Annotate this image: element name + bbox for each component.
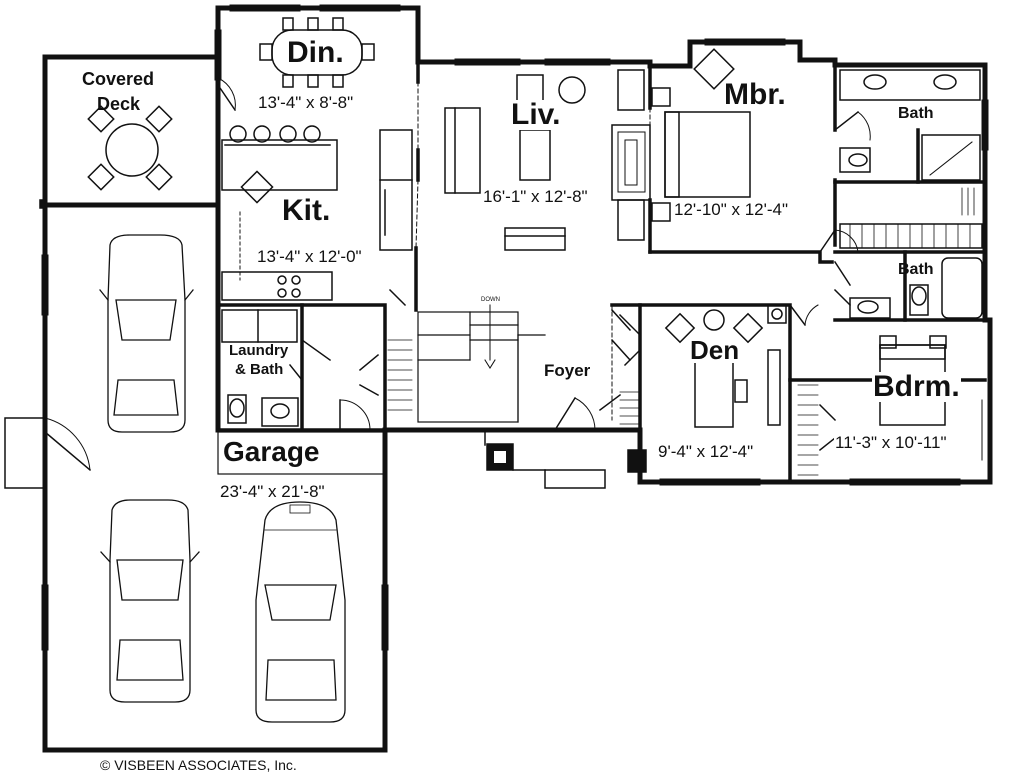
- windows: [41, 4, 989, 651]
- master-bath-label: Bath: [898, 105, 934, 122]
- living-label: Liv.: [510, 98, 562, 131]
- interior-walls: [216, 60, 987, 484]
- dining-dims: 13'-4" x 8'-8": [258, 93, 354, 112]
- den-dims: 9'-4" x 12'-4": [657, 442, 755, 461]
- covered-deck-label-1: Covered: [82, 69, 155, 89]
- kitchen-fixtures: [221, 125, 413, 307]
- laundry-label-1: Laundry: [229, 342, 289, 359]
- bedroom-label: Bdrm.: [872, 370, 961, 403]
- kitchen-label: Kit.: [282, 194, 331, 227]
- kitchen-dims: 13'-4" x 12'-0": [256, 247, 363, 266]
- covered-deck-label-2: Deck: [97, 94, 141, 114]
- garage-dims: 23'-4" x 21'-8": [220, 482, 325, 501]
- foyer-label: Foyer: [544, 361, 591, 380]
- doors: [4, 77, 871, 489]
- car-2: [100, 499, 200, 703]
- den-furniture: [664, 304, 787, 428]
- bath2-label: Bath: [898, 261, 934, 278]
- den-label: Den: [689, 335, 741, 365]
- car-1: [99, 234, 194, 433]
- master-furniture: [651, 48, 751, 222]
- bath2-fixtures: [849, 257, 983, 319]
- bedroom-dims: 11'-3" x 10'-11": [834, 433, 948, 452]
- deck-table: [39, 105, 173, 209]
- car-3: [255, 501, 346, 723]
- garage-label: Garage: [222, 436, 321, 467]
- living-furniture: [444, 69, 651, 251]
- dining-table: [259, 17, 375, 88]
- copyright-notice: © VISBEEN ASSOCIATES, Inc.: [100, 757, 297, 773]
- front-porch: [484, 431, 647, 489]
- master-bedroom-dims: 12'-10" x 12'-4": [673, 200, 790, 219]
- master-bedroom-label: Mbr.: [724, 78, 786, 111]
- living-dims: 16'-1" x 12'-8": [482, 187, 589, 206]
- dining-label: Din.: [286, 36, 345, 69]
- laundry-fixtures: [221, 309, 641, 427]
- stairs-down-label: DOWN: [481, 297, 500, 303]
- master-bath-fixtures: [839, 69, 983, 249]
- stairs: [417, 304, 546, 423]
- laundry-label-2: & Bath: [235, 361, 284, 378]
